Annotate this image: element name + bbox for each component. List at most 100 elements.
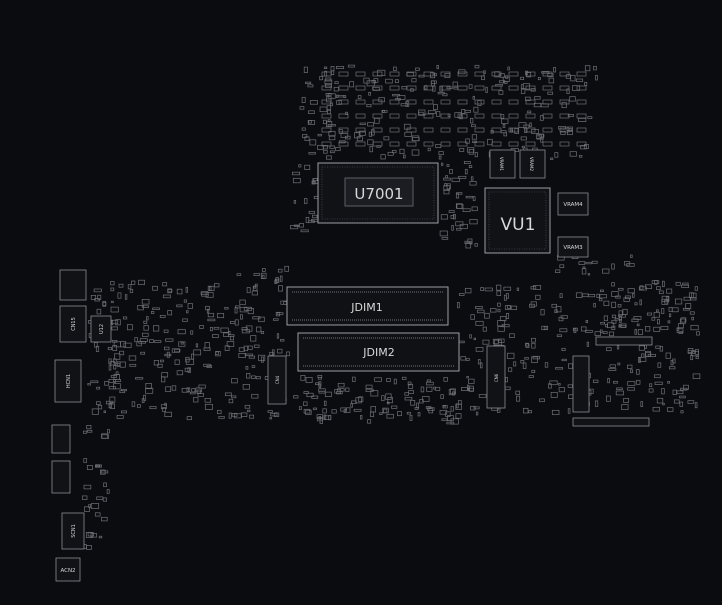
small-component: [640, 401, 644, 407]
small-component: [695, 349, 699, 355]
small-component: [112, 345, 118, 351]
small-component: [101, 434, 109, 439]
small-component: [110, 287, 115, 292]
passive-component: [440, 141, 451, 147]
small-component: [157, 363, 163, 368]
small-component: [330, 66, 335, 72]
small-component: [93, 288, 102, 293]
small-component: [176, 288, 183, 295]
small-component: [630, 369, 634, 373]
small-component: [240, 314, 243, 320]
small-component: [634, 328, 637, 335]
small-component: [532, 355, 540, 360]
small-component: [587, 273, 591, 276]
passive-component: [423, 99, 434, 105]
small-component: [611, 263, 615, 270]
small-component: [676, 327, 680, 331]
small-component: [303, 401, 308, 406]
passive-component: [491, 113, 502, 119]
small-component: [501, 118, 509, 124]
small-component: [661, 295, 670, 302]
small-component: [109, 361, 115, 366]
passive-component: [474, 113, 485, 119]
small-component: [514, 128, 520, 134]
passive-component: [389, 141, 400, 147]
small-component: [440, 394, 444, 399]
small-component: [276, 333, 280, 339]
small-component: [87, 429, 93, 433]
small-component: [145, 387, 154, 394]
small-component: [691, 316, 694, 321]
small-component: [345, 111, 348, 115]
small-component: [333, 86, 339, 92]
small-component: [87, 383, 91, 386]
small-component: [254, 283, 258, 287]
small-component: [418, 111, 424, 116]
small-component: [427, 147, 431, 152]
small-component: [101, 516, 108, 522]
small-component: [611, 301, 617, 308]
passive-component: [372, 113, 383, 119]
small-component: [367, 419, 372, 424]
small-component: [103, 410, 106, 414]
small-component: [108, 386, 116, 390]
small-component: [154, 340, 162, 343]
passive-component: [423, 141, 434, 147]
small-component: [436, 64, 439, 70]
small-component: [644, 284, 653, 289]
small-component: [84, 506, 90, 512]
small-component: [473, 106, 479, 113]
small-component: [627, 364, 633, 369]
small-component: [475, 411, 479, 416]
small-component: [193, 349, 202, 356]
small-component: [455, 403, 462, 410]
passive-component: [372, 71, 383, 77]
small-component: [448, 389, 455, 396]
small-component: [252, 316, 261, 320]
passive-component: [372, 127, 383, 133]
passive-component: [525, 127, 536, 133]
small-component: [195, 343, 199, 348]
left-connector-cn15-label: CN15: [71, 317, 77, 331]
passive-component: [542, 127, 553, 133]
small-component: [674, 298, 683, 305]
passive-component: [576, 71, 587, 77]
small-component: [473, 337, 477, 341]
small-component: [621, 404, 629, 410]
small-component: [468, 149, 474, 155]
passive-component: [406, 113, 417, 119]
small-component: [303, 391, 309, 394]
small-component: [673, 399, 680, 404]
small-component: [459, 148, 465, 152]
small-component: [639, 299, 642, 306]
small-component: [679, 395, 686, 399]
small-component: [404, 392, 410, 396]
small-component: [91, 408, 99, 415]
small-component: [111, 326, 118, 331]
small-component: [667, 407, 674, 412]
small-component: [529, 122, 532, 128]
small-component: [558, 387, 565, 393]
small-component: [167, 310, 173, 316]
small-component: [162, 282, 168, 287]
small-component: [509, 333, 515, 338]
small-component: [107, 429, 110, 434]
small-component: [100, 470, 109, 474]
small-component: [277, 268, 283, 273]
small-component: [500, 130, 507, 134]
small-component: [385, 393, 392, 400]
small-component: [694, 286, 698, 291]
small-component: [340, 133, 349, 138]
small-component: [455, 192, 460, 199]
small-component: [304, 164, 311, 170]
small-component: [547, 91, 554, 95]
small-component: [569, 96, 576, 102]
small-component: [397, 95, 406, 100]
small-component: [367, 139, 374, 146]
small-component: [109, 403, 115, 409]
small-component: [606, 347, 612, 352]
small-component: [649, 383, 653, 387]
small-component: [239, 307, 248, 313]
small-component: [86, 545, 92, 550]
small-component: [508, 367, 513, 372]
